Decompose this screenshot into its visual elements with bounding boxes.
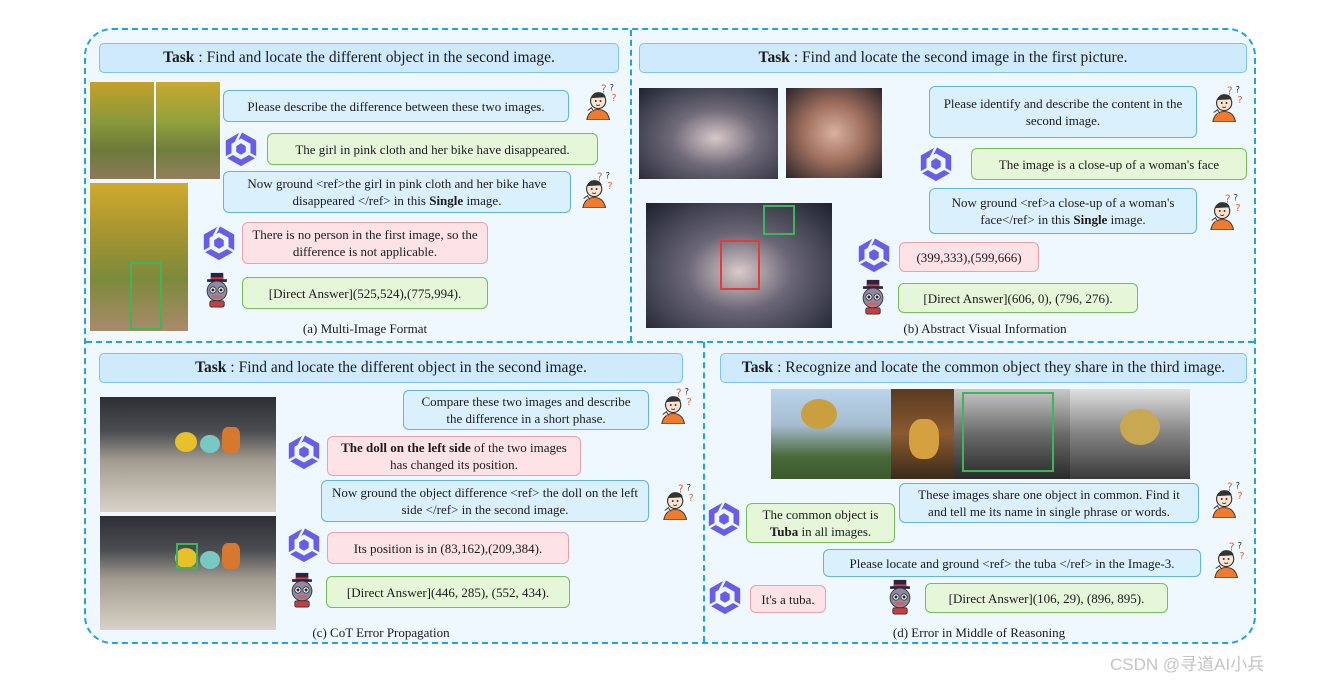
user-message-2: Now ground the object difference <ref> t… [321, 480, 649, 522]
user-message-1: Please identify and describe the content… [929, 86, 1197, 138]
ground-box [763, 205, 795, 235]
tuba-image-4 [1070, 389, 1190, 479]
task-label: Task [741, 359, 774, 376]
task-bar-d: Task: Recognize and locate the common ob… [720, 353, 1247, 383]
tuba-image-1 [771, 389, 891, 479]
mirror-image-1 [639, 88, 778, 179]
task-bar-c: Task: Find and locate the different obje… [99, 353, 683, 383]
user-thinking-icon [578, 170, 616, 208]
qwen-logo-icon [706, 578, 744, 616]
task-text: : Find and locate the second image in th… [793, 49, 1128, 66]
user-message-1: Please describe the difference between t… [223, 90, 569, 122]
error-message-1: (399,333),(599,666) [899, 242, 1039, 272]
task-label: Task [163, 49, 195, 66]
mirror-image-2 [646, 203, 832, 328]
tree-image-2 [156, 82, 220, 179]
user-thinking-icon [1208, 480, 1246, 518]
robot-answer-icon [199, 271, 235, 309]
task-text: : Find and locate the different object i… [198, 49, 555, 66]
answer-message-1: [Direct Answer](446, 285), (552, 434). [326, 576, 570, 608]
tree-image-1 [90, 82, 154, 179]
panel-divider-top [630, 30, 632, 342]
error-message-2: Its position is in (83,162),(209,384). [327, 532, 569, 564]
robot-answer-icon [882, 578, 918, 616]
user-thinking-icon [582, 82, 620, 120]
qwen-logo-icon [285, 526, 323, 564]
answer-message-1: [Direct Answer](106, 29), (896, 895). [925, 583, 1168, 613]
user-message-2: Please locate and ground <ref> the tuba … [823, 549, 1201, 577]
qwen-logo-icon [705, 500, 743, 538]
model-message-1: The common object is Tuba in all images. [746, 503, 895, 543]
ground-box [130, 262, 162, 330]
user-thinking-icon [657, 386, 695, 424]
answer-message-1: [Direct Answer](525,524),(775,994). [242, 277, 488, 309]
task-label: Task [195, 359, 227, 376]
caption-c: (c) CoT Error Propagation [312, 625, 450, 640]
user-thinking-icon [659, 482, 697, 520]
error-message-1: The doll on the left side of the two ima… [327, 436, 581, 476]
error-message-1: There is no person in the first image, s… [242, 222, 488, 264]
panel-divider-bottom [703, 342, 705, 642]
task-bar-a: Task: Find and locate the different obje… [99, 43, 619, 73]
ground-box [962, 392, 1054, 472]
qwen-logo-icon [200, 224, 238, 262]
caption-a: (a) Multi-Image Format [302, 321, 428, 336]
tuba-image-3 [954, 389, 1070, 479]
ground-box [176, 543, 198, 569]
predicted-box [720, 240, 760, 290]
toys-image-2 [100, 516, 276, 630]
task-text: : Recognize and locate the common object… [777, 359, 1226, 376]
caption-d: (d) Error in Middle of Reasoning [892, 625, 1066, 640]
task-label: Task [758, 49, 790, 66]
user-thinking-icon [1210, 540, 1248, 578]
face-image [786, 88, 882, 178]
toys-image-1 [100, 397, 276, 512]
model-message-1: The girl in pink cloth and her bike have… [267, 133, 598, 165]
qwen-logo-icon [917, 145, 955, 183]
user-message-2: Now ground <ref>a close-up of a woman's … [929, 188, 1197, 234]
tuba-image-2 [891, 389, 954, 479]
user-message-1: Compare these two images and describe th… [403, 390, 649, 430]
robot-answer-icon [855, 278, 891, 316]
qwen-logo-icon [222, 130, 260, 168]
qwen-logo-icon [855, 236, 893, 274]
task-text: : Find and locate the different object i… [230, 359, 587, 376]
model-message-1: The image is a close-up of a woman's fac… [971, 148, 1247, 180]
user-message-2: Now ground <ref>the girl in pink cloth a… [223, 171, 571, 213]
caption-b: (b) Abstract Visual Information [903, 321, 1067, 336]
error-message-1: It's a tuba. [750, 585, 826, 613]
answer-message-1: [Direct Answer](606, 0), (796, 276). [898, 283, 1138, 313]
task-bar-b: Task: Find and locate the second image i… [639, 43, 1247, 73]
robot-answer-icon [284, 571, 320, 609]
watermark: CSDN @寻道AI小兵 [1110, 655, 1265, 674]
user-thinking-icon [1208, 84, 1246, 122]
qwen-logo-icon [285, 433, 323, 471]
panel-divider-horizontal [86, 341, 1254, 343]
user-message-1: These images share one object in common.… [899, 483, 1199, 523]
user-thinking-icon [1206, 192, 1244, 230]
tree-image-3 [90, 183, 188, 331]
